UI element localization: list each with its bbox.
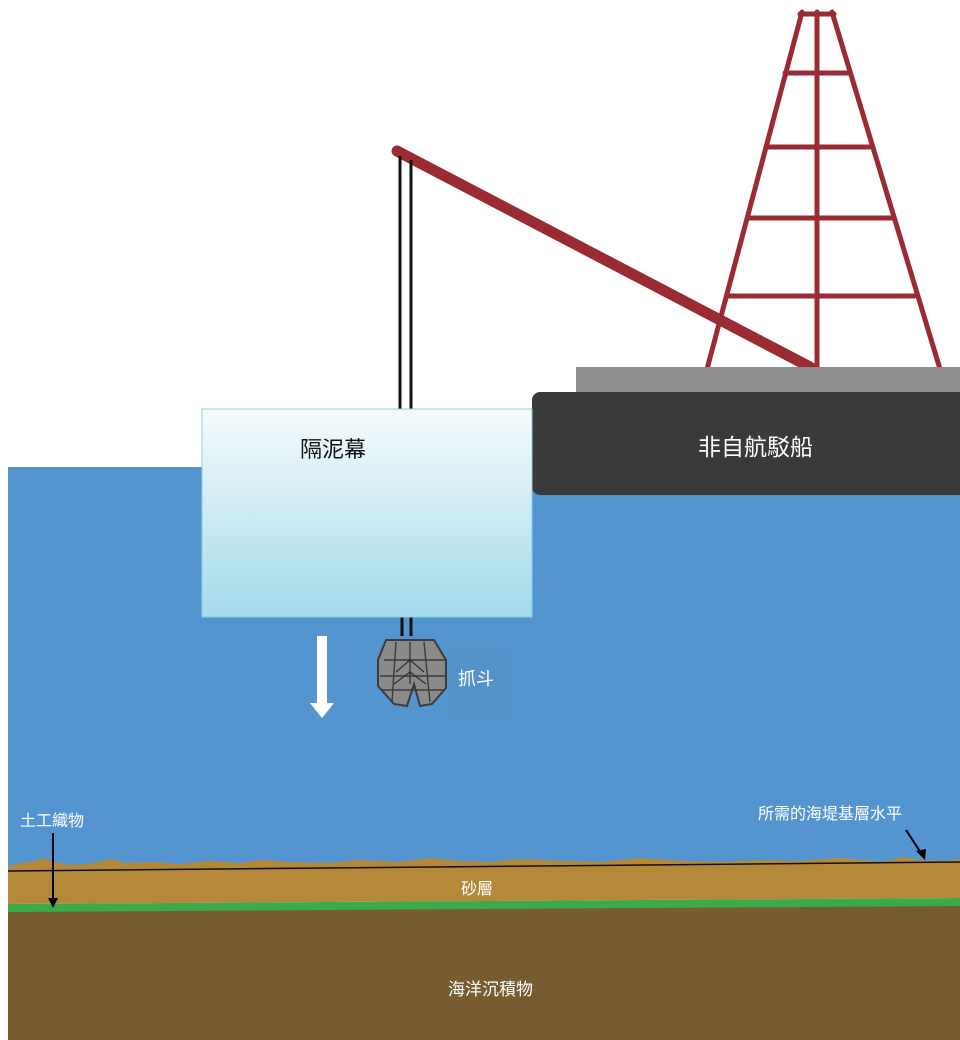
seawall-level-pointer-head <box>916 849 926 860</box>
geotextile-pointer-head <box>48 898 58 908</box>
seawall-level-label: 所需的海堤基層水平 <box>758 804 903 823</box>
barge-label: 非自航駁船 <box>698 435 813 461</box>
crane-tower <box>704 9 943 372</box>
geotextile-label: 土工織物 <box>20 811 85 830</box>
silt-curtain <box>201 408 533 618</box>
marine-deposit-label: 海洋沉積物 <box>448 980 533 1000</box>
marine-deposit-layer <box>8 906 960 1040</box>
barge-deck <box>576 367 960 393</box>
grab-label: 抓斗 <box>458 669 494 690</box>
crane-boom <box>391 145 816 373</box>
barge-hull <box>532 392 960 495</box>
seawall-level-line <box>7 861 960 872</box>
downward-arrow <box>310 636 334 718</box>
crane-cables <box>398 156 413 636</box>
geotextile-layer <box>8 898 960 912</box>
grab-bucket-icon <box>377 639 510 714</box>
silt-curtain-label: 隔泥幕 <box>300 438 367 463</box>
sand-layer-label: 砂層 <box>461 879 494 898</box>
seawall-level-pointer <box>905 829 922 854</box>
